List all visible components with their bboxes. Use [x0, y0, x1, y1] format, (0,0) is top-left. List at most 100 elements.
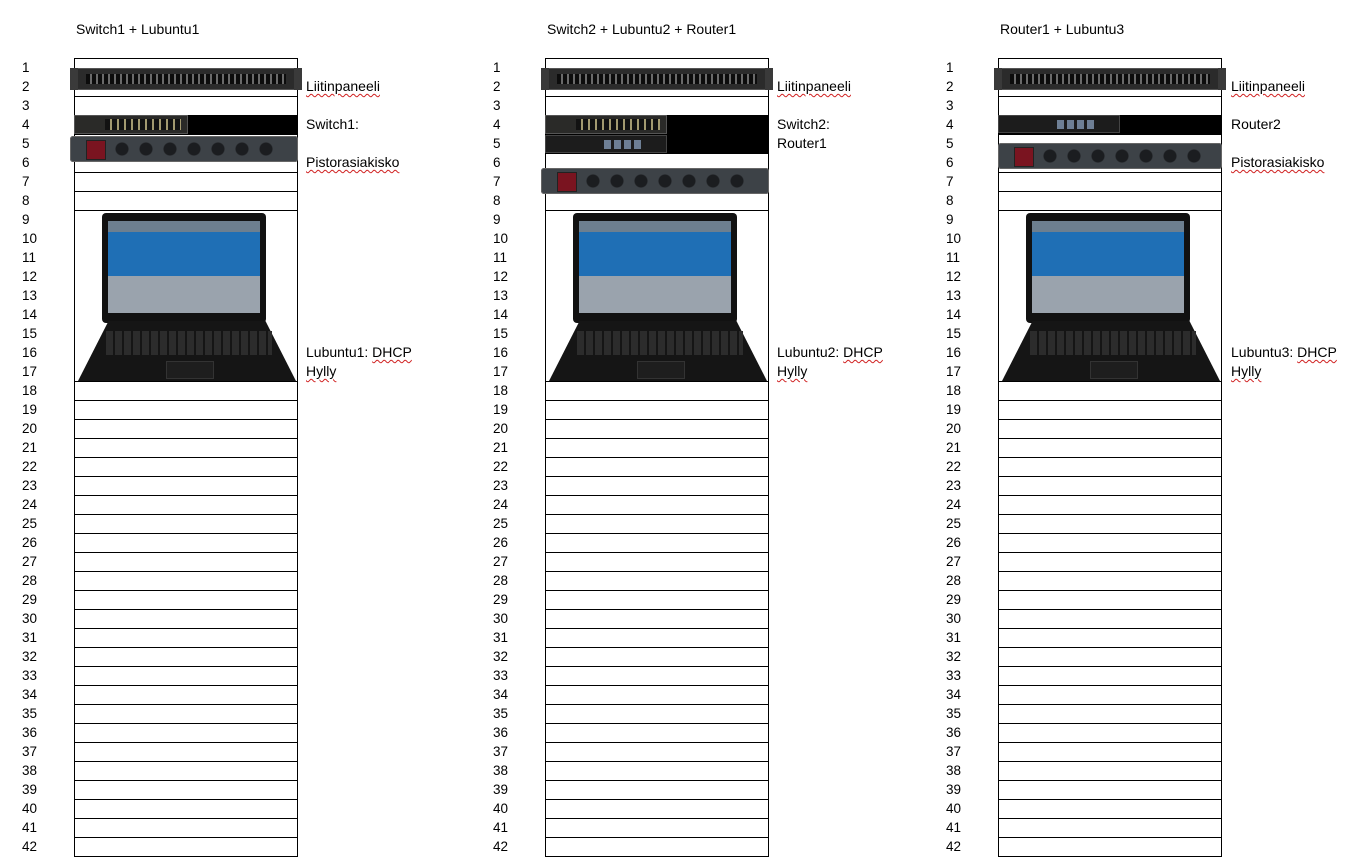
unit-number: 26 — [946, 535, 962, 550]
unit-number: 22 — [493, 459, 509, 474]
unit-number: 27 — [22, 554, 38, 569]
unit-number: 20 — [493, 421, 509, 436]
unit-number: 33 — [946, 668, 962, 683]
rack-slot — [998, 514, 1222, 533]
unit-number: 4 — [493, 117, 501, 132]
patch-panel-icon — [994, 68, 1226, 90]
unit-number: 2 — [22, 79, 30, 94]
patch-panel-text: Liitinpaneeli — [777, 78, 851, 94]
rack-slot — [998, 172, 1222, 191]
router-ports — [1057, 120, 1097, 129]
unit-number: 32 — [22, 649, 38, 664]
unit-number: 35 — [22, 706, 38, 721]
rack-slot — [545, 58, 769, 77]
unit-number: 30 — [493, 611, 509, 626]
rack-slot — [998, 552, 1222, 571]
rack-slot — [998, 438, 1222, 457]
laptop-label: Lubuntu1: DHCP — [306, 343, 412, 362]
unit-number: 17 — [946, 364, 962, 379]
unit-number: 6 — [946, 155, 954, 170]
rack-slot — [545, 495, 769, 514]
unit-number: 1 — [493, 60, 501, 75]
rack-slot — [998, 571, 1222, 590]
power-strip-icon — [998, 143, 1222, 169]
patch-ports — [86, 74, 286, 84]
rack-slot — [998, 837, 1222, 856]
shelf-label: Hylly — [1231, 362, 1261, 381]
unit-number: 33 — [22, 668, 38, 683]
laptop-touchpad — [637, 361, 685, 379]
rack-slot — [74, 476, 298, 495]
unit-number: 41 — [946, 820, 962, 835]
unit-number: 30 — [22, 611, 38, 626]
rack-slot — [545, 628, 769, 647]
power-strip-icon — [541, 168, 769, 194]
rack-slot — [545, 571, 769, 590]
laptop-name: Lubuntu1: — [306, 344, 373, 360]
unit-number: 29 — [946, 592, 962, 607]
rack-title: Router1 + Lubuntu3 — [1000, 21, 1125, 37]
rack-bottom-edge — [998, 856, 1222, 857]
unit-number: 29 — [22, 592, 38, 607]
laptop-screen — [579, 221, 731, 313]
rack-slot — [998, 761, 1222, 780]
patch-panel-text: Liitinpaneeli — [306, 78, 380, 94]
unit-number: 18 — [493, 383, 509, 398]
unit-number: 4 — [946, 117, 954, 132]
unit-number: 38 — [946, 763, 962, 778]
unit-number: 17 — [22, 364, 38, 379]
power-strip-text: Pistorasiakisko — [1231, 154, 1325, 170]
unit-number: 41 — [22, 820, 38, 835]
unit-number: 35 — [946, 706, 962, 721]
device-label: Router1 — [777, 135, 827, 151]
unit-number: 16 — [22, 345, 38, 360]
rack-slot — [74, 780, 298, 799]
unit-number: 12 — [493, 269, 509, 284]
rack-slot — [545, 476, 769, 495]
unit-number: 6 — [493, 155, 501, 170]
unit-number: 26 — [493, 535, 509, 550]
rack-slot — [74, 96, 298, 115]
rack-slot — [998, 742, 1222, 761]
unit-number: 12 — [22, 269, 38, 284]
rack-slot — [545, 647, 769, 666]
rack-slot — [74, 628, 298, 647]
shelf-text: Hylly — [306, 363, 337, 379]
patch-panel-icon — [70, 68, 302, 90]
unit-number: 39 — [22, 782, 38, 797]
power-strip-text: Pistorasiakisko — [306, 154, 400, 170]
unit-number: 1 — [22, 60, 30, 75]
power-switch — [1014, 147, 1034, 167]
dhcp-text: DHCP — [372, 344, 412, 360]
patch-ports — [557, 74, 757, 84]
unit-number: 3 — [946, 98, 954, 113]
network-switch-icon — [74, 115, 188, 134]
rack-slot — [998, 210, 1222, 229]
unit-number: 3 — [493, 98, 501, 113]
unit-number: 3 — [22, 98, 30, 113]
rack-slot — [74, 799, 298, 818]
power-sockets — [1038, 148, 1204, 164]
unit-number: 37 — [946, 744, 962, 759]
rack-slot — [545, 210, 769, 229]
laptop-name: Lubuntu3: — [1231, 344, 1298, 360]
unit-number: 10 — [946, 231, 962, 246]
laptop-touchpad — [166, 361, 214, 379]
rack-slot — [545, 761, 769, 780]
unit-number: 18 — [22, 383, 38, 398]
unit-number: 11 — [22, 250, 37, 265]
unit-number: 37 — [22, 744, 38, 759]
rack-slot — [545, 837, 769, 856]
rack-slot — [545, 704, 769, 723]
unit-number: 37 — [493, 744, 509, 759]
rack-slot — [74, 533, 298, 552]
unit-number: 36 — [22, 725, 38, 740]
unit-number: 16 — [946, 345, 962, 360]
unit-number: 42 — [493, 839, 509, 854]
rack-slot — [74, 58, 298, 77]
power-switch — [86, 140, 106, 160]
mounting-ear — [994, 68, 1002, 90]
unit-number: 26 — [22, 535, 38, 550]
unit-number: 34 — [22, 687, 38, 702]
unit-number: 29 — [493, 592, 509, 607]
